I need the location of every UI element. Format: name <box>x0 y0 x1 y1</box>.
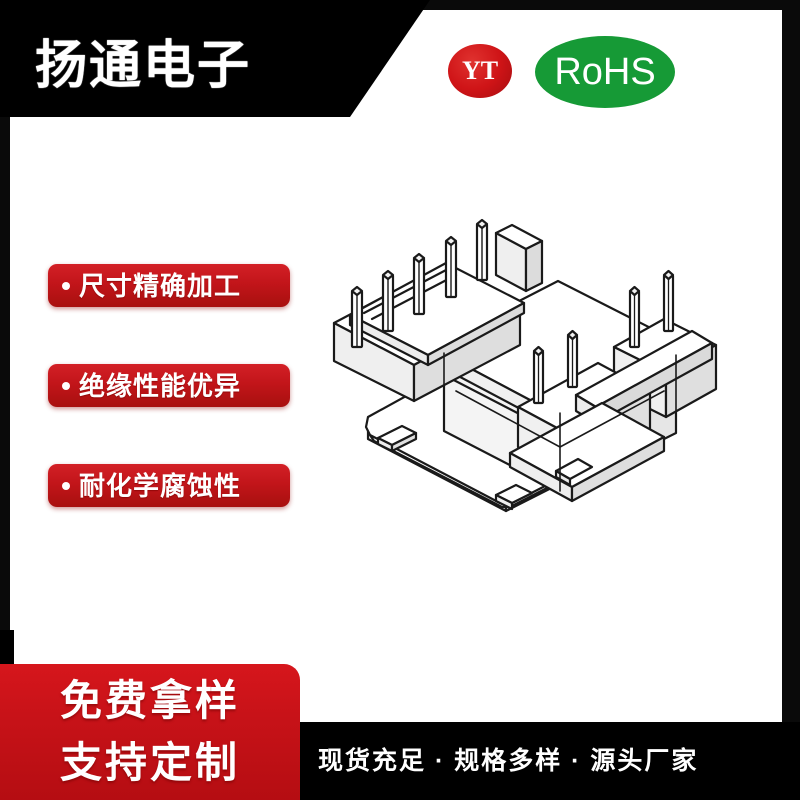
feature-label: 耐化学腐蚀性 <box>79 470 242 501</box>
footer-tagline-text: 现货充足 · 规格多样 · 源头厂家 <box>318 746 699 775</box>
feature-badge-list: 尺寸精确加工 绝缘性能优异 耐化学腐蚀性 <box>48 264 293 507</box>
header-black-banner <box>0 0 430 117</box>
promo-line-1: 免费拿样 <box>59 677 240 724</box>
rohs-badge: RoHS <box>535 36 675 108</box>
bullet-icon <box>62 281 70 290</box>
feature-label: 绝缘性能优异 <box>79 370 242 401</box>
feature-badge: 绝缘性能优异 <box>48 364 290 407</box>
product-image <box>320 195 760 595</box>
feature-label: 尺寸精确加工 <box>79 270 242 301</box>
yt-logo: YT <box>448 44 512 98</box>
rohs-badge-text: RoHS <box>554 51 656 93</box>
promo-line-2: 支持定制 <box>59 739 240 786</box>
feature-badge: 耐化学腐蚀性 <box>48 464 290 507</box>
footer-tagline: 现货充足 · 规格多样 · 源头厂家 <box>318 722 788 800</box>
brand-name: 扬通电子 <box>35 37 252 95</box>
bullet-icon <box>62 381 70 390</box>
feature-badge: 尺寸精确加工 <box>48 264 290 307</box>
bullet-icon <box>62 481 70 490</box>
footer-promo-block: 免费拿样 支持定制 <box>0 664 300 800</box>
yt-logo-text: YT <box>461 56 499 85</box>
